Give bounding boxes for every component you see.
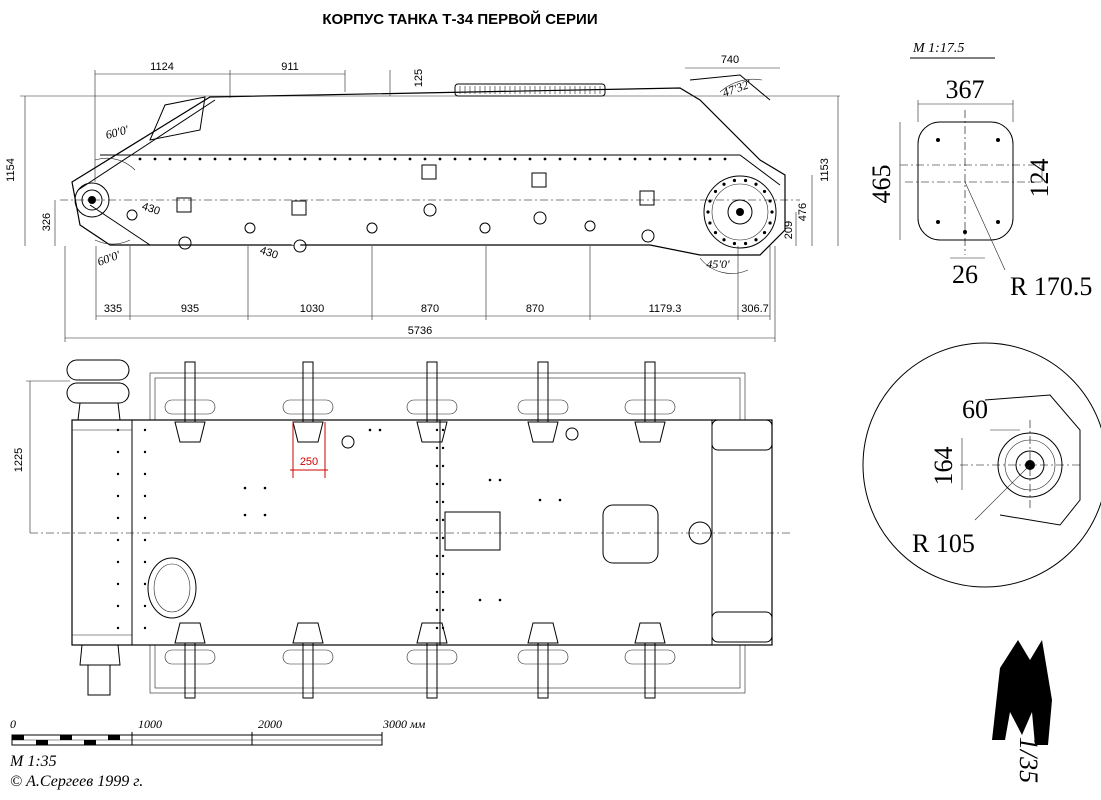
suspension-unit [479,172,547,234]
dim-60: 60 [962,395,988,424]
scale-bar: 0 1000 2000 3000 мм M 1:35 © А.Сергеев 1… [9,717,426,790]
angle-rear-lower: 45'0' [706,257,730,271]
suspension-unit [126,197,192,250]
red-dim-250: 250 [300,456,318,468]
dim-209: 209 [783,221,795,239]
rear-box-top [711,419,773,451]
hatch-outline [917,121,1014,241]
sprocket-housing [984,394,1081,526]
scale-label: M 1:35 [9,753,57,770]
scale-tick-1000: 1000 [138,717,162,731]
dim-911: 911 [281,61,299,73]
scale-tick-0: 0 [10,717,16,731]
deck-rivets [116,428,562,630]
dim-125: 125 [413,69,425,87]
hull-side-outline [71,87,786,256]
drive-sprocket-axle [736,208,744,216]
dim-870-b: 870 [526,303,544,315]
scale-tick-3000: 3000 мм [382,717,426,731]
dim-476: 476 [797,203,809,221]
copyright: © А.Сергеев 1999 г. [10,773,143,790]
dim-1225: 1225 [13,448,25,472]
suspension-spindles [164,361,676,699]
radius-105: R 105 [912,529,975,558]
red-dim-lines [290,422,328,478]
suspension-units [126,164,655,253]
dim-overall-5736: 5736 [408,325,432,337]
drive-sprocket [703,175,777,249]
detail-circle [862,342,1101,588]
dim-1124: 1124 [150,61,174,73]
dim-935: 935 [181,303,199,315]
front-wheel-top [66,359,130,421]
dim-124: 124 [1025,159,1054,198]
driver-hatch-plan [147,557,197,619]
scale-tick-2000: 2000 [258,717,282,731]
drawing-title: КОРПУС ТАНКА Т-34 ПЕРВОЙ СЕРИИ [322,10,597,28]
scale-cells [12,732,383,745]
dim-ticks-bottom [95,246,771,320]
hull-side-line [100,154,781,186]
turret-ring-plate [444,511,501,551]
fuel-cap [688,521,712,545]
dim-740: 740 [721,54,739,66]
detail-scale: M 1:17.5 [912,41,964,56]
angle-front-lower: 60'0' [95,248,122,269]
logo-scale-text: 1/35 [1014,737,1043,783]
dim-1153: 1153 [819,158,831,182]
hull-deck [131,419,713,646]
arm-length-1: 430 [140,201,161,218]
hull-plan-outline [71,419,773,646]
angle-arc-4 [699,257,749,274]
bearing-detail: 60 164 R 105 [862,342,1101,588]
grille-ribs [459,86,601,94]
dim-26: 26 [952,260,978,289]
suspension-unit [244,200,307,253]
dim-326: 326 [41,213,53,231]
radius-170: R 170.5 [1010,272,1092,301]
glacis-lower [89,204,151,246]
side-view: 1124 911 125 740 1154 326 1153 476 209 4… [5,54,840,342]
dim-1030: 1030 [300,303,324,315]
dim-335: 335 [104,303,122,315]
logo-mark [992,640,1052,745]
dim-1179: 1179.3 [649,303,682,315]
suspension-unit [366,164,437,234]
drive-sprocket-inner [711,183,769,241]
front-wheel-bottom [79,644,121,696]
dim-870-a: 870 [421,303,439,315]
publisher-logo: 1/35 [992,640,1052,783]
hatch-detail: M 1:17.5 367 465 124 26 R 170.5 [867,41,1092,301]
dim-465: 465 [867,165,896,204]
rivet-row [138,157,727,161]
arm-length-2: 430 [258,245,279,262]
engine-hatch [602,504,659,564]
angle-arc-1 [94,158,136,171]
dim-306: 306.7 [741,303,769,315]
angle-rear-upper: 47'32' [721,77,754,100]
dim-1154: 1154 [5,158,17,182]
angle-front-upper: 60'0' [104,122,130,142]
angle-arc-3 [719,79,763,93]
plan-view: 1225 250 [13,359,790,699]
dim-367: 367 [946,75,985,104]
driver-hatch [149,96,206,141]
rear-box-bottom [711,611,773,643]
rear-fender [689,74,771,101]
suspension-unit [584,190,655,243]
glacis-upper [77,99,216,191]
dim-164: 164 [929,447,958,486]
